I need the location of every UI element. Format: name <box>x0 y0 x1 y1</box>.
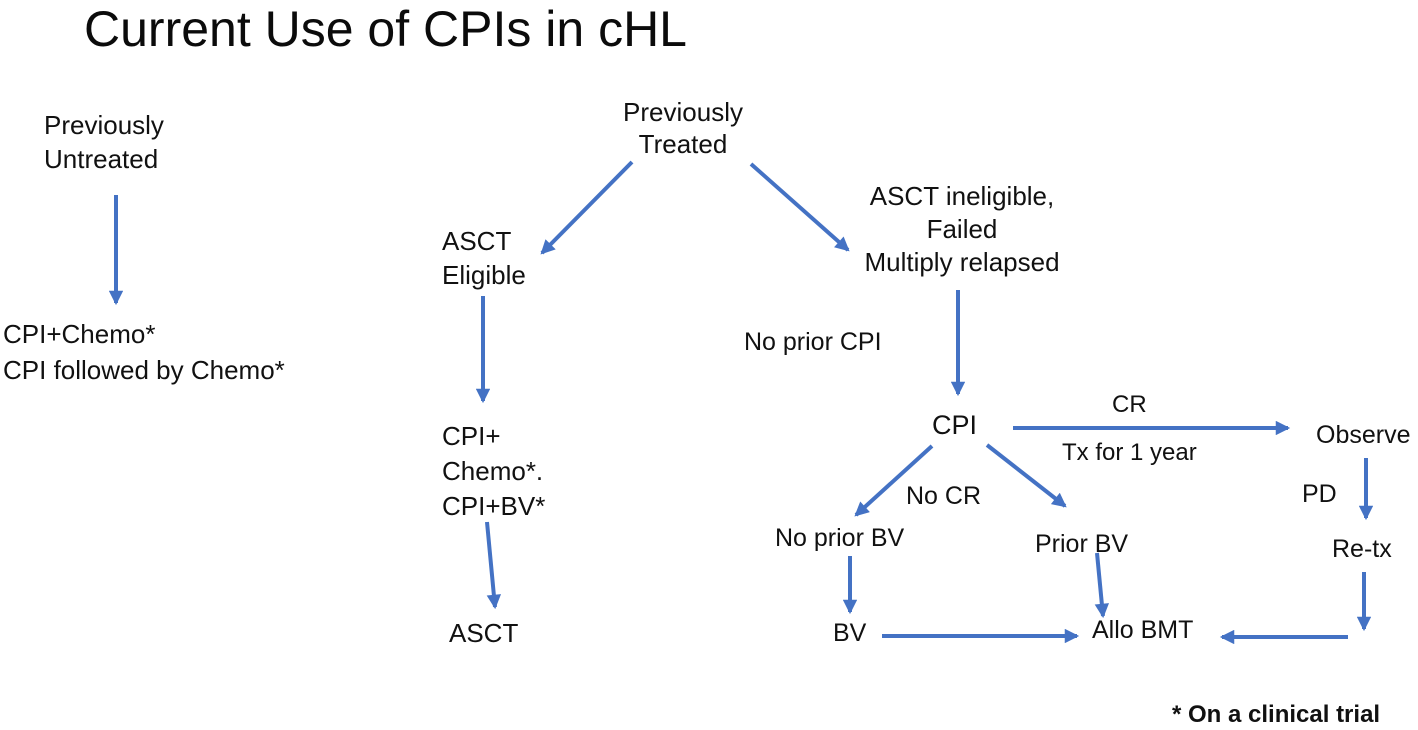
edge-label-no-cr: No CR <box>906 482 982 510</box>
edge-label-no-prior-cpi: No prior CPI <box>744 328 882 356</box>
node-cpi: CPI <box>932 410 978 440</box>
node-no-prior-bv: No prior BV <box>775 524 905 552</box>
arrow-treated-to-asct-eligible <box>540 160 634 255</box>
arrow-cpi-chemo-to-asct <box>485 521 502 610</box>
node-asct: ASCT <box>449 618 519 648</box>
arrow-treated-to-asct-ineligible <box>749 162 850 252</box>
node-allo-bmt: Allo BMT <box>1092 616 1194 644</box>
node-prior-bv: Prior BV <box>1035 530 1129 558</box>
footnote-clinical-trial: * On a clinical trial <box>1172 701 1381 728</box>
node-eligible-treatment: CPI+ Chemo*. CPI+BV* <box>442 421 546 521</box>
arrow-cpi-to-prior-bv <box>985 443 1067 508</box>
edge-label-tx-for-1-year: Tx for 1 year <box>1062 439 1197 466</box>
arrow-cpi-to-no-prior-bv <box>854 444 934 517</box>
node-re-tx: Re-tx <box>1332 535 1392 563</box>
node-observe: Observe <box>1316 421 1411 449</box>
node-asct-eligible: ASCT Eligible <box>442 226 526 290</box>
node-bv: BV <box>833 619 867 647</box>
node-previously-treated: Previously Treated <box>623 97 743 159</box>
page-title: Current Use of CPIs in cHL <box>84 1 687 57</box>
node-previously-untreated: Previously Untreated <box>44 110 164 174</box>
edge-label-cr: CR <box>1112 391 1147 418</box>
arrow-prior-bv-to-allo-bmt <box>1094 552 1110 619</box>
node-asct-ineligible: ASCT ineligible, Failed Multiply relapse… <box>864 181 1060 277</box>
node-untreated-treatment: CPI+Chemo* CPI followed by Chemo* <box>3 319 285 385</box>
edge-label-pd: PD <box>1302 480 1337 508</box>
